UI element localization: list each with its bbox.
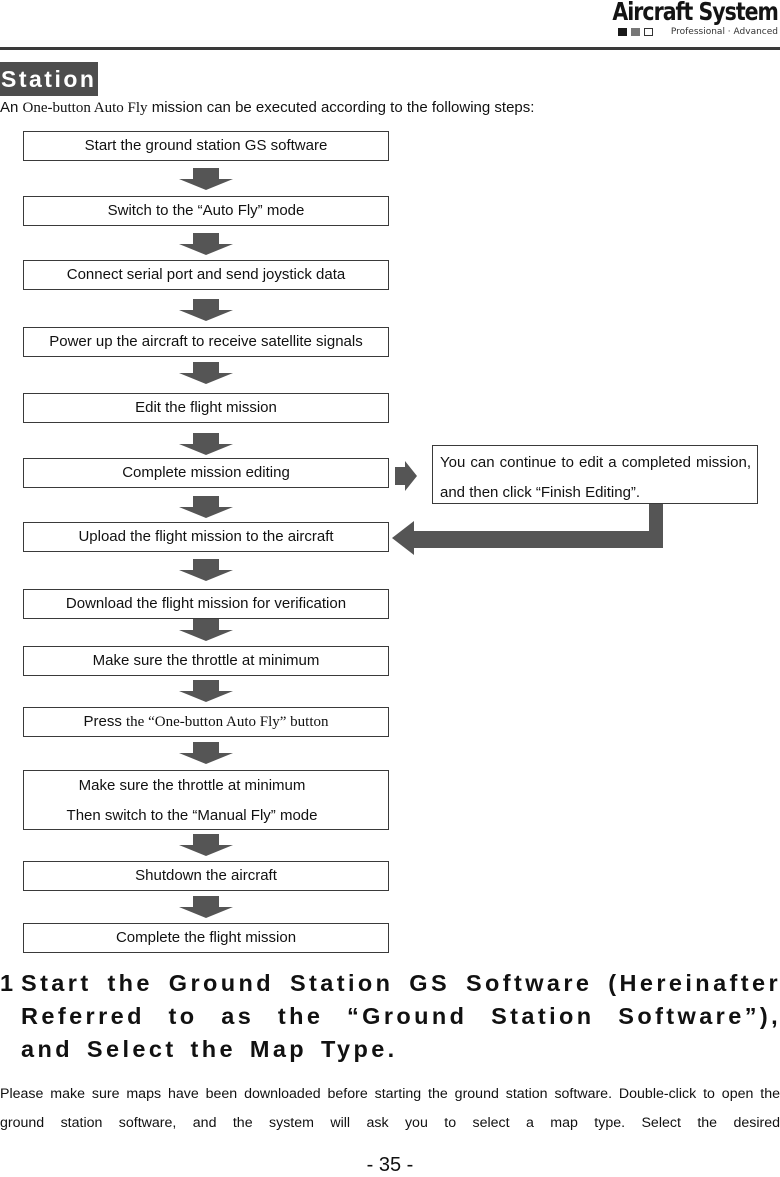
flow-arrow-down-icon [179, 896, 233, 918]
flow-arrow-down-icon [179, 433, 233, 455]
auto-fly-button-label: the “One-button Auto Fly” button [126, 714, 329, 730]
flow-step-serial-port: Connect serial port and send joystick da… [23, 260, 389, 290]
flow-step-complete-mission: Complete the flight mission [23, 923, 389, 953]
intro-lead: An [0, 99, 23, 116]
logo-title: Aircraft System [612, 0, 779, 26]
flow-step-complete-editing: Complete mission editing [23, 458, 389, 488]
step-heading-text: Start the Ground Station GS Software (He… [21, 970, 780, 1062]
flow-step-shutdown: Shutdown the aircraft [23, 861, 389, 891]
flow-arrow-right-icon [395, 461, 417, 491]
flow-arrow-down-icon [179, 559, 233, 581]
flow-step-upload-mission: Upload the flight mission to the aircraf… [23, 522, 389, 552]
flow-arrow-down-icon [179, 362, 233, 384]
flow-arrow-down-icon [179, 168, 233, 190]
flow-return-arrow-icon [392, 504, 663, 555]
flow-arrow-down-icon [179, 619, 233, 641]
flow-step-press-auto-fly: Press the “One-button Auto Fly” button [23, 707, 389, 737]
flow-step-start-gs: Start the ground station GS software [23, 131, 389, 161]
intro-rest: mission can be executed according to the… [147, 99, 535, 116]
flow-step-manual-fly-line1: Make sure the throttle at minimum [78, 777, 306, 794]
section-tag: Station [0, 62, 98, 96]
intro-product: One-button Auto Fly [22, 100, 148, 116]
flow-side-note: You can continue to edit a completed mis… [432, 445, 758, 504]
page-number: - 35 - [366, 1154, 414, 1176]
flow-arrow-down-icon [179, 742, 233, 764]
flow-arrow-down-icon [179, 299, 233, 321]
flow-step-power-up: Power up the aircraft to receive satelli… [23, 327, 389, 357]
step-heading-number: 1 [0, 970, 17, 996]
flow-step-auto-fly-mode: Switch to the “Auto Fly” mode [23, 196, 389, 226]
flow-arrow-down-icon [179, 233, 233, 255]
flow-step-download-verify: Download the flight mission for verifica… [23, 589, 389, 619]
flow-arrow-down-icon [179, 680, 233, 702]
header-rule [0, 47, 780, 50]
intro-text: An One-button Auto Fly mission can be ex… [0, 99, 534, 117]
flow-step-throttle-min: Make sure the throttle at minimum [23, 646, 389, 676]
logo-tagline: Professional · Advanced [670, 27, 778, 37]
body-paragraph: Please make sure maps have been download… [0, 1086, 780, 1131]
flow-arrow-down-icon [179, 496, 233, 518]
flow-step-manual-fly: Make sure the throttle at minimum Then s… [23, 770, 389, 830]
flow-arrow-down-icon [179, 834, 233, 856]
press-label: Press [83, 713, 122, 730]
brand-logo: Aircraft System Professional · Advanced [612, 0, 779, 44]
flow-step-edit-mission: Edit the flight mission [23, 393, 389, 423]
flow-step-manual-fly-line2: Then switch to the “Manual Fly” mode [66, 807, 318, 824]
